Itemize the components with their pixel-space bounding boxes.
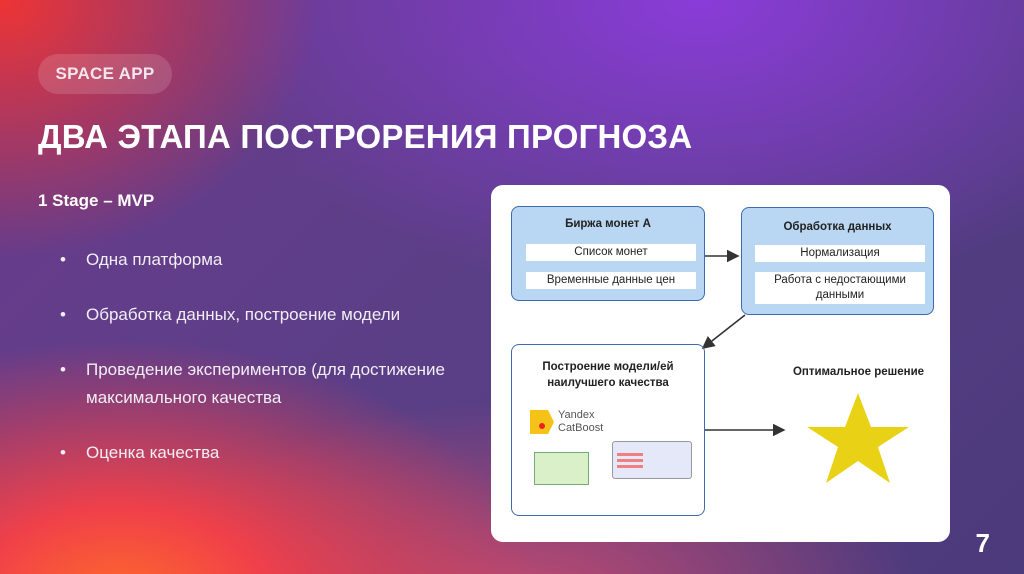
star-icon: [807, 393, 909, 483]
transformer-diagram-image: [612, 441, 692, 479]
box-title: Обработка данных: [783, 221, 892, 233]
box-model: Построение модели/ей наилучшего качества…: [511, 344, 705, 516]
box-item: Работа с недостающими данными: [755, 272, 925, 304]
bullet-item: Проведение экспериментов (для достижение…: [60, 356, 460, 412]
page-title: ДВА ЭТАПА ПОСТРОРЕНИЯ ПРОГНОЗА: [38, 118, 693, 155]
bullet-item: Обработка данных, построение модели: [60, 301, 460, 329]
box-title: Построение модели/ей наилучшего качества: [542, 361, 674, 389]
lstm-diagram-image: [534, 452, 589, 485]
page-number: 7: [975, 528, 990, 558]
diagram-card: Биржа монет А Список монет Временные дан…: [491, 185, 950, 542]
box-item: Временные данные цен: [526, 272, 696, 289]
catboost-icon: [530, 410, 554, 434]
stage-heading: 1 Stage – MVP: [38, 191, 155, 210]
box-item: Список монет: [526, 244, 696, 261]
box-processing: Обработка данных Нормализация Работа с н…: [741, 207, 934, 315]
box-exchange: Биржа монет А Список монет Временные дан…: [511, 206, 705, 301]
bullet-item: Одна платформа: [60, 246, 460, 274]
logo-text: Yandex: [558, 409, 595, 421]
arrows: [701, 249, 909, 483]
logo-text: CatBoost: [558, 422, 604, 434]
brand-badge: SPACE APP: [38, 54, 172, 94]
arrow-down-left: [701, 314, 746, 349]
box-item: Нормализация: [755, 245, 925, 262]
bullet-item: Оценка качества: [60, 439, 460, 467]
bullet-list: Одна платформа Обработка данных, построе…: [60, 246, 460, 494]
result-label: Оптимальное решение: [792, 366, 925, 378]
box-title: Биржа монет А: [565, 218, 651, 230]
